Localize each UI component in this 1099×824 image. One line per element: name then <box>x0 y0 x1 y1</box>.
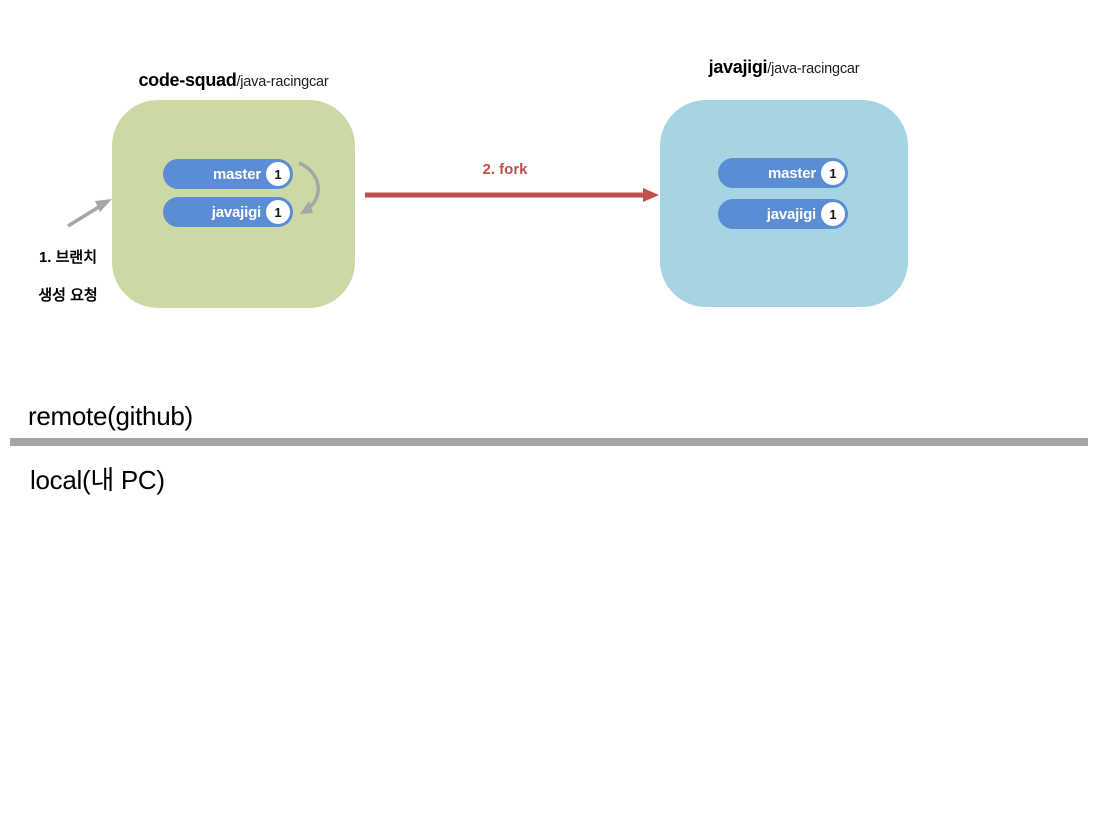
repo-box-javajigi: master 1 javajigi 1 <box>660 100 908 307</box>
branch-pill-javajigi: javajigi 1 <box>718 199 848 229</box>
branch-request-label-line1: 1. 브랜치 <box>38 249 98 266</box>
fork-arrow-icon <box>365 188 659 202</box>
local-section-label: local(내 PC) <box>30 465 165 495</box>
branch-name: master <box>213 165 261 183</box>
commit-count-badge: 1 <box>821 202 845 226</box>
branch-request-arrow-icon <box>67 199 112 228</box>
branch-name: master <box>768 164 816 182</box>
branch-pill-javajigi: javajigi 1 <box>163 197 293 227</box>
repo-title-code-squad: code-squad/java-racingcar <box>112 70 355 91</box>
repo-path: /java-racingcar <box>236 74 329 90</box>
commit-count-badge: 1 <box>821 161 845 185</box>
branch-request-label: 1. 브랜치 생성 요청 <box>28 229 108 324</box>
remote-local-divider <box>10 438 1088 446</box>
branch-name: javajigi <box>211 203 261 221</box>
commit-count-badge: 1 <box>266 200 290 224</box>
branch-pill-master: master 1 <box>718 158 848 188</box>
repo-path: /java-racingcar <box>767 61 860 77</box>
branch-create-curved-arrow-icon <box>298 161 320 214</box>
repo-title-javajigi: javajigi/java-racingcar <box>660 57 908 78</box>
branch-name: javajigi <box>766 205 816 223</box>
branch-pill-master: master 1 <box>163 159 293 189</box>
commit-count-badge: 1 <box>266 162 290 186</box>
branch-request-label-line2: 생성 요청 <box>38 287 98 304</box>
remote-section-label: remote(github) <box>28 401 193 431</box>
repo-owner: javajigi <box>708 57 768 77</box>
fork-arrow-label: 2. fork <box>482 161 528 178</box>
repo-owner: code-squad <box>138 70 237 90</box>
